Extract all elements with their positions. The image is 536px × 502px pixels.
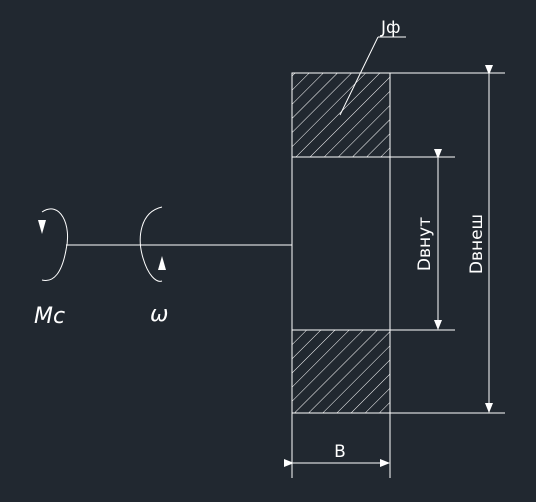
omega-arc [139, 206, 166, 282]
inner-diameter-label: Dвнут [415, 217, 435, 271]
inertia-label: Jф [380, 18, 401, 38]
outer-diameter-label: Dвнеш [467, 214, 487, 274]
width-label: B [334, 442, 346, 462]
moment-label: Mc [34, 304, 65, 329]
omega-label: ω [150, 302, 168, 327]
upper-hatched-rim [291, 72, 391, 158]
inner-diameter-dimension [390, 149, 455, 331]
moment-arc [38, 208, 68, 281]
outer-diameter-dimension [390, 65, 505, 414]
flywheel-section [291, 72, 391, 414]
width-dimension [284, 413, 391, 478]
lower-hatched-rim [291, 329, 391, 414]
inertia-leader [339, 36, 406, 116]
